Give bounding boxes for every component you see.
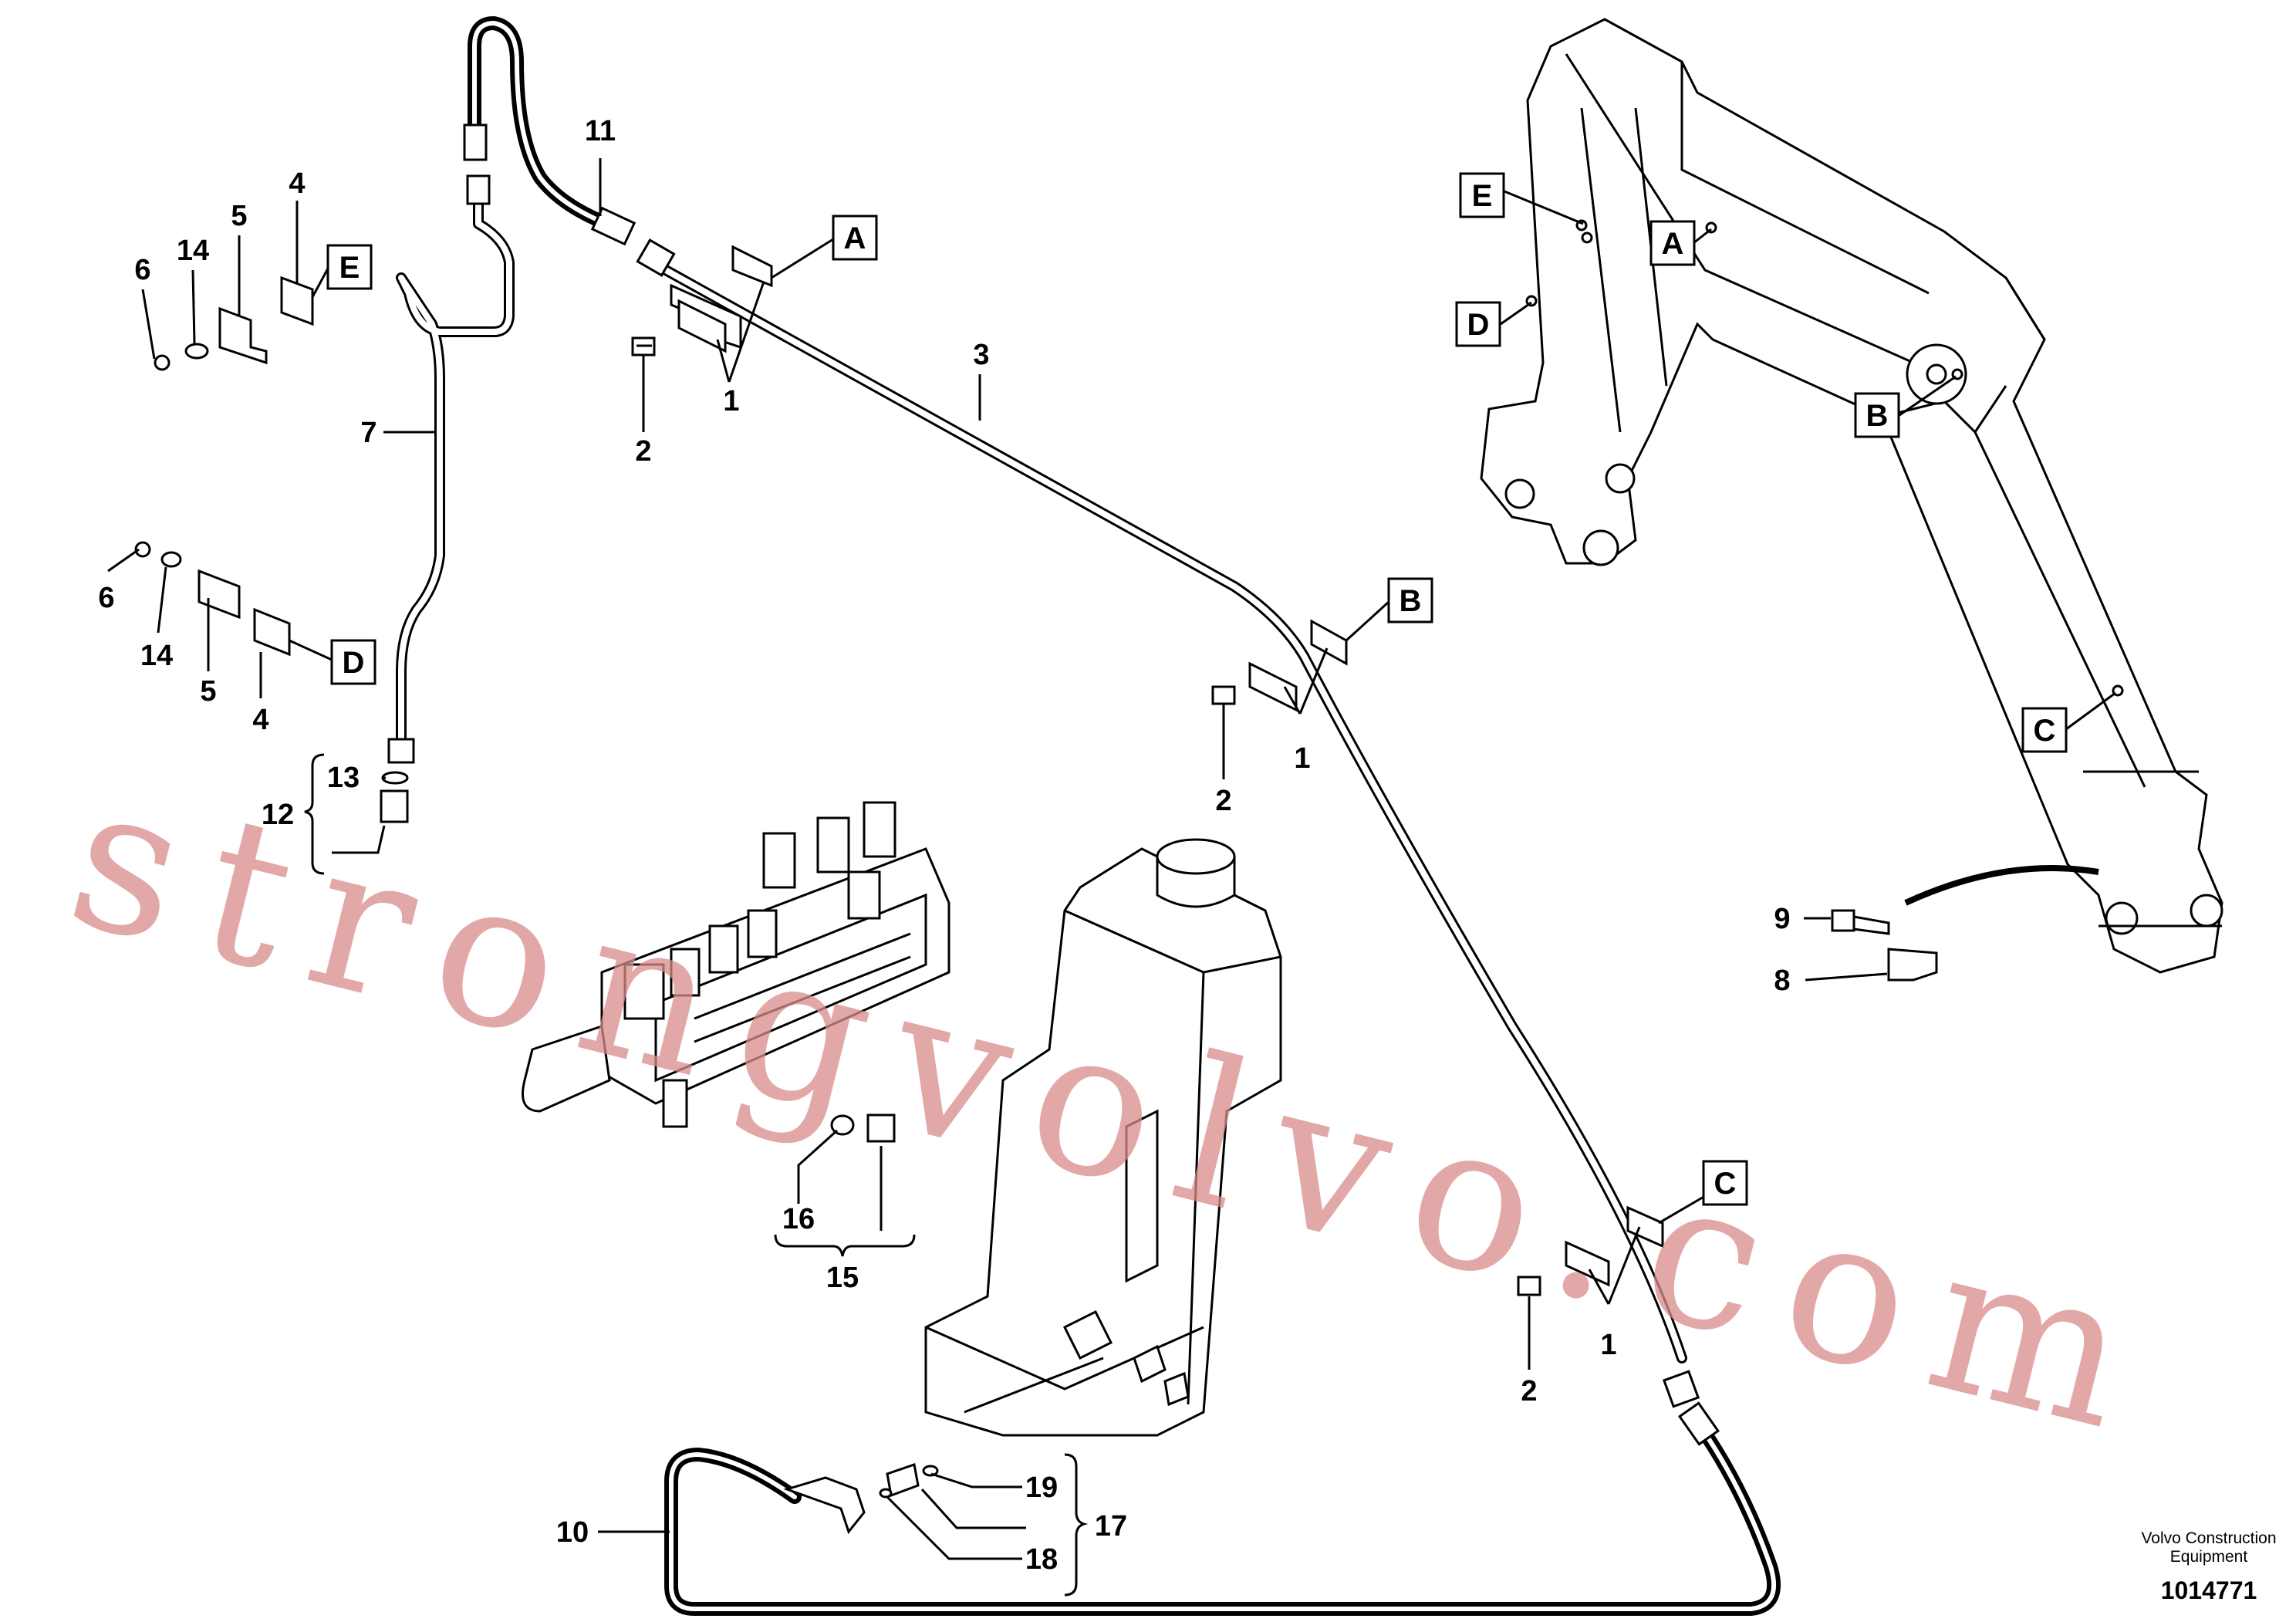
svg-text:C: C [2034,714,2056,748]
brace-12 [304,753,325,875]
fitting-assembly-17 [879,1463,939,1499]
callout-8: 8 [1774,965,1790,997]
clamp-assembly-lower [1565,1205,1664,1287]
hose-11 [463,16,636,246]
detail-ref-E-boom: E [1459,172,1505,218]
callout-6-bottom: 6 [98,582,114,614]
callout-1-top: 1 [723,385,739,417]
drawing-number: 1014771 [2161,1576,2257,1604]
brace-15 [774,1234,916,1257]
callout-9: 9 [1774,903,1790,935]
detail-ref-C-pipe: C [1702,1160,1748,1206]
callout-7: 7 [360,417,376,449]
callout-15: 15 [826,1262,859,1294]
leader-lines [107,158,2116,1560]
callout-2-middle: 2 [1215,785,1231,817]
detail-ref-E-bracket: E [326,244,373,290]
direction-arrow-curve [1904,865,2099,906]
callout-3: 3 [973,339,989,371]
detail-ref-C-boom: C [2021,707,2068,753]
bolt-2-middle [1211,685,1236,705]
svg-text:C: C [1714,1167,1737,1201]
callout-14-bottom: 14 [140,640,173,672]
maker-line-2: Equipment [2170,1548,2248,1566]
svg-text:B: B [1400,584,1422,618]
plug-assembly-15 [830,1113,896,1143]
callout-6-top: 6 [134,254,150,286]
clip-8-bolt-9 [1831,909,1938,982]
detail-ref-D-bracket: D [330,639,376,685]
svg-text:A: A [844,221,866,255]
detail-ref-D-boom: D [1455,301,1501,347]
hose-10 [664,1401,1781,1616]
bolt-2-top [631,336,656,357]
callout-2-top: 2 [635,435,651,468]
footer-block: Volvo Construction Equipment 1014771 [2141,1529,2276,1604]
svg-text:E: E [339,251,360,285]
bolt-2-lower [1517,1276,1541,1296]
callout-16: 16 [782,1203,815,1235]
control-valve-illustration [522,801,950,1128]
callout-10: 10 [556,1516,589,1549]
svg-text:E: E [1472,179,1493,213]
callout-2-lower: 2 [1521,1375,1537,1407]
callout-numbers: 11 1 2 3 1 2 1 2 7 6 14 5 4 6 14 5 4 13 … [98,115,1790,1576]
callout-12: 12 [262,799,294,831]
callout-4-top: 4 [289,167,305,200]
maker-line-1: Volvo Construction [2141,1529,2276,1547]
boom-arm-illustration [1480,18,2223,974]
detail-ref-B-boom: B [1854,392,1900,438]
callout-11: 11 [585,115,616,147]
bracket-assembly-E [154,275,314,371]
fitting-pipe-3-top [636,238,676,277]
detail-ref-A-pipe: A [832,215,878,261]
clamp-assembly-middle [1248,619,1348,712]
svg-text:B: B [1866,399,1889,433]
pipe-7 [387,174,515,764]
detail-ref-B-pipe: B [1387,577,1433,623]
callout-17: 17 [1095,1510,1127,1543]
callout-1-lower: 1 [1600,1329,1616,1361]
callout-5-bottom: 5 [200,675,216,708]
brace-17 [1064,1453,1089,1597]
callout-13: 13 [327,762,360,794]
bracket-assembly-D [134,541,291,657]
callout-18: 18 [1025,1543,1058,1576]
callout-5-top: 5 [231,200,247,232]
fitting-pipe-3-bottom [1662,1370,1700,1408]
callout-14-top: 14 [177,235,209,267]
svg-text:D: D [343,646,365,680]
callout-19: 19 [1025,1472,1058,1504]
callout-4-bottom: 4 [252,704,268,736]
callout-1-middle: 1 [1294,742,1310,775]
svg-text:D: D [1467,308,1490,342]
svg-text:A: A [1662,227,1684,261]
detail-ref-A-boom: A [1649,220,1696,266]
hydraulic-tank-illustration [924,838,1282,1437]
